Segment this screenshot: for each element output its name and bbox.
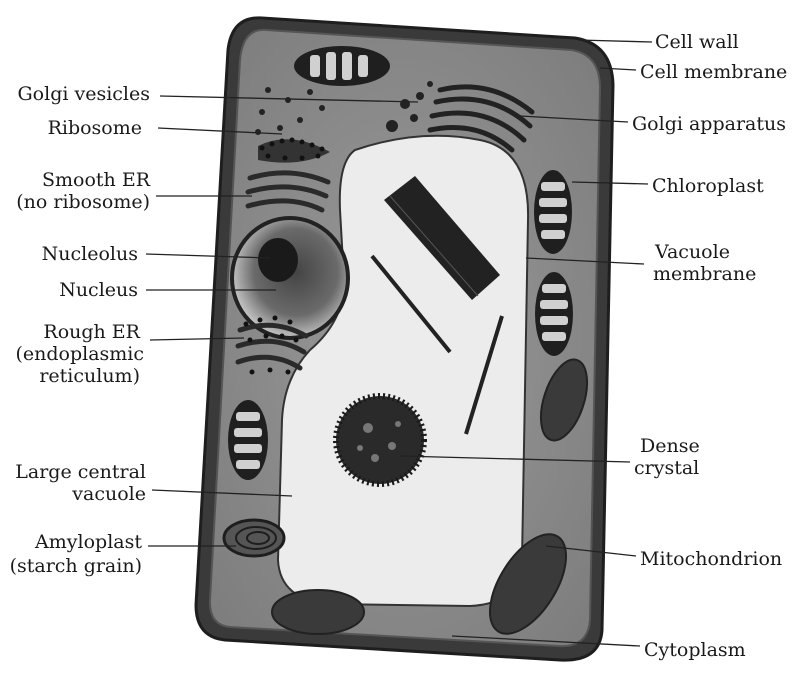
- nucleolus: [258, 238, 298, 282]
- label-smooth-er-1: Smooth ER: [42, 169, 151, 191]
- label-large-central-vacuole-2: vacuole: [71, 483, 146, 505]
- label-nucleolus: Nucleolus: [42, 243, 138, 265]
- label-dense-crystal-1: Dense: [640, 435, 700, 457]
- label-large-central-vacuole-1: Large central: [15, 461, 146, 483]
- label-smooth-er-2: (no ribosome): [16, 191, 150, 213]
- label-rough-er-1: Rough ER: [43, 321, 140, 343]
- label-nucleus: Nucleus: [59, 279, 138, 301]
- label-chloroplast: Chloroplast: [652, 175, 764, 197]
- label-golgi-vesicles: Golgi vesicles: [18, 83, 151, 105]
- dense-crystal: [336, 396, 424, 484]
- chloroplast-right-2: [535, 272, 573, 356]
- label-vacuole-membrane-2: membrane: [653, 263, 756, 285]
- label-cytoplasm: Cytoplasm: [644, 639, 746, 661]
- chloroplast-left: [228, 400, 268, 480]
- label-vacuole-membrane-1: Vacuole: [654, 241, 730, 263]
- label-mitochondrion: Mitochondrion: [640, 548, 782, 570]
- label-ribosome: Ribosome: [48, 117, 142, 139]
- label-rough-er-2: (endoplasmic: [15, 343, 144, 365]
- label-dense-crystal-2: crystal: [634, 457, 699, 479]
- label-rough-er-3: reticulum): [39, 365, 140, 387]
- chloroplast-top: [294, 46, 390, 86]
- label-cell-membrane: Cell membrane: [640, 61, 787, 83]
- amyloplast: [224, 520, 284, 556]
- label-cell-wall: Cell wall: [655, 31, 739, 53]
- mitochondrion-bottom: [272, 590, 364, 634]
- label-amyloplast-1: Amyloplast: [34, 531, 142, 553]
- label-amyloplast-2: (starch grain): [10, 555, 142, 577]
- chloroplast-right-1: [534, 170, 572, 254]
- label-golgi-apparatus: Golgi apparatus: [632, 113, 786, 135]
